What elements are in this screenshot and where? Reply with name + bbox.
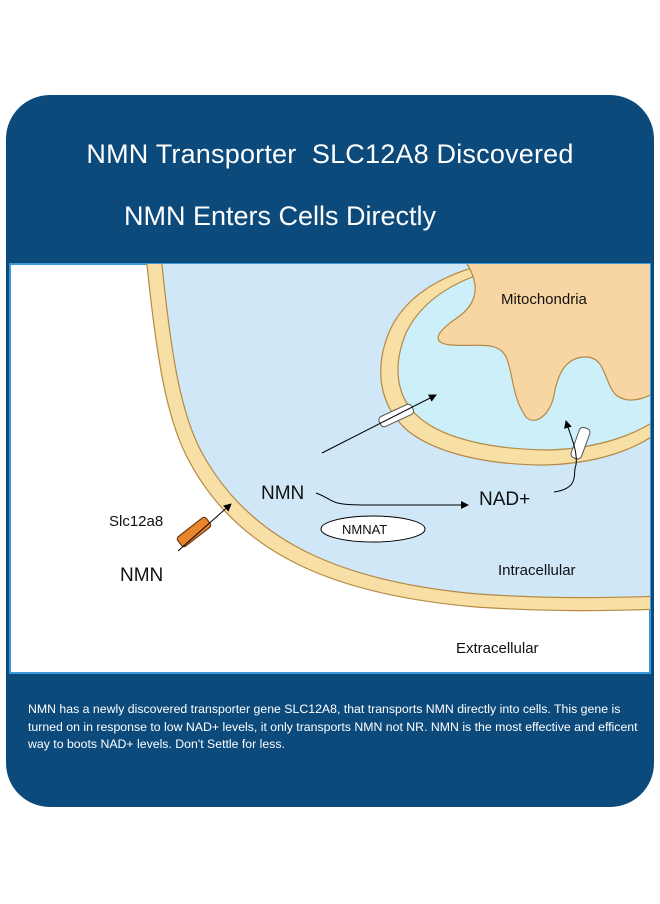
intracellular-label: Intracellular <box>498 562 576 579</box>
arrow-to-mitochondria <box>321 394 437 454</box>
extracellular-label: Extracellular <box>456 640 539 657</box>
mitochondria-label: Mitochondria <box>501 291 588 308</box>
enzyme-label: NMNAT <box>342 522 387 537</box>
nmn-inside-label: NMN <box>261 483 304 504</box>
arrow-nad-to-mito <box>553 420 577 493</box>
arrow-into-cell <box>177 503 232 552</box>
title-line-2: NMN Enters Cells Directly <box>124 201 437 231</box>
arrow-nmn-to-nad <box>315 492 469 509</box>
nmnat-ellipse <box>320 515 426 543</box>
slc12a8-transporter <box>176 516 212 548</box>
nad-label: NAD+ <box>479 489 530 510</box>
mitochondrion-cristae <box>437 264 650 421</box>
transporter-label: Slc12a8 <box>109 513 163 530</box>
info-card: NMN Transporter SLC12A8 Discovered NMN E… <box>6 95 654 807</box>
description-text: NMN has a newly discovered transporter g… <box>28 702 638 751</box>
title-line-1: NMN Transporter SLC12A8 Discovered <box>86 139 574 169</box>
cell-diagram: Mitochondria NMN NAD+ NMNAT Slc12a8 NMN … <box>9 263 651 674</box>
nmn-outside-label: NMN <box>120 565 163 586</box>
